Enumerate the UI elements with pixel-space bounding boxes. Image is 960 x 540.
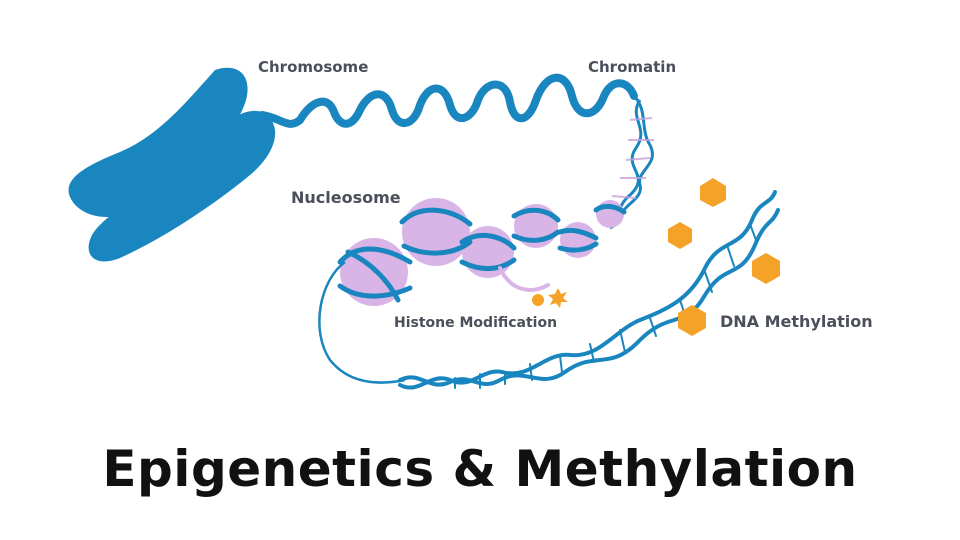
- chromatin-label: Chromatin: [588, 58, 677, 76]
- histone-modification-star: [548, 288, 568, 308]
- chromosome-label: Chromosome: [258, 58, 369, 76]
- dna-double-helix: [398, 190, 780, 390]
- dna-methylation-label: DNA Methylation: [720, 312, 873, 331]
- chromatin-coil-purple: [611, 117, 654, 199]
- histone-modification-mark: [532, 294, 544, 306]
- page-title: Epigenetics & Methylation: [102, 440, 858, 498]
- nucleosome-label: Nucleosome: [291, 188, 401, 207]
- methyl-hexagon: [700, 178, 726, 207]
- chromosome-shape: [68, 67, 276, 262]
- methyl-hexagon: [752, 253, 780, 284]
- nucleosome-group: [337, 198, 627, 306]
- histone-tail: [498, 266, 550, 292]
- linker-dna: [318, 260, 406, 384]
- chromatin-strand: [258, 73, 638, 128]
- histone-modification-label: Histone Modification: [394, 315, 558, 331]
- methyl-hexagon: [668, 222, 692, 249]
- methyl-groups: [668, 178, 780, 336]
- histone-core: [560, 222, 596, 258]
- methyl-hexagon: [678, 305, 706, 336]
- epigenetics-diagram: [68, 67, 780, 390]
